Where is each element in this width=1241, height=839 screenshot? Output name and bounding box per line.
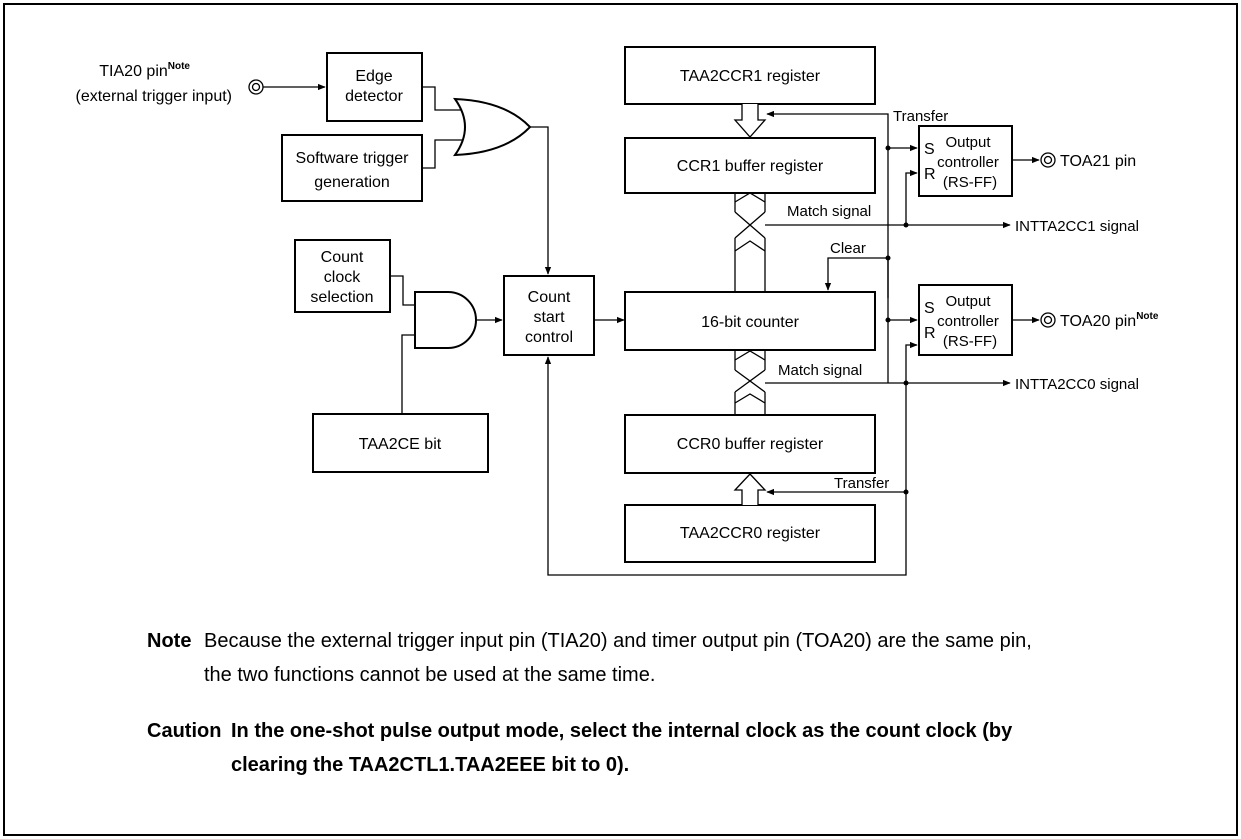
- transfer-label-bottom: Transfer: [834, 475, 889, 492]
- count-clock-label: Count: [321, 249, 364, 266]
- or-gate: [452, 97, 532, 157]
- count-start-control-block: [503, 275, 595, 356]
- counter-16bit-label: 16-bit counter: [701, 314, 800, 331]
- taa2ccr0-register-block: [624, 504, 876, 563]
- ccr1-buffer-register-label: CCR1 buffer register: [677, 158, 824, 175]
- match-signal-label-top: Match signal: [787, 203, 871, 220]
- and-gate: [414, 291, 477, 349]
- oc1-label-3: (RS-FF): [943, 174, 997, 191]
- toa21-pin-label: TOA21 pin: [1060, 153, 1136, 170]
- software-trigger-label: Software trigger: [296, 150, 410, 167]
- taa2ce-bit-label: TAA2CE bit: [359, 436, 442, 453]
- oc1-label-2: controller: [937, 154, 999, 171]
- ccr0-buffer-register-label: CCR0 buffer register: [677, 436, 824, 453]
- note-label: Note: [147, 630, 192, 652]
- transfer-arrow-bottom: [733, 473, 767, 505]
- toa20-pin-icon: [1040, 312, 1056, 328]
- output-controller-toa20: [918, 284, 1013, 356]
- compare-channel-ccr0: [734, 350, 766, 414]
- oc1-label-1: Output: [945, 134, 991, 151]
- edge-detector-label: Edge: [355, 68, 392, 85]
- toa21-pin-icon: [1040, 152, 1056, 168]
- oc1-r-label: R: [924, 166, 936, 183]
- figure-frame: [3, 3, 1238, 836]
- intta2cc1-label: INTTA2CC1 signal: [1015, 218, 1139, 235]
- counter-16bit-block: [624, 291, 876, 351]
- oc1-s-label: S: [924, 141, 935, 158]
- transfer-label-top: Transfer: [893, 108, 948, 125]
- ccr0-buffer-register-block: [624, 414, 876, 474]
- edge-detector-block: [326, 52, 423, 122]
- count-start-label: Count: [528, 289, 571, 306]
- count-clock-selection-block: [294, 239, 391, 313]
- caution-label: Caution: [147, 720, 222, 742]
- taa2ccr1-register-label: TAA2CCR1 register: [680, 68, 821, 85]
- block-diagram: TIA20 pinNote (external trigger input) E…: [75, 46, 1159, 576]
- match-signal-label-bottom: Match signal: [778, 362, 862, 379]
- note-line-1: Because the external trigger input pin (…: [204, 630, 1032, 652]
- caution-line-2: clearing the TAA2CTL1.TAA2EEE bit to 0).: [231, 754, 630, 776]
- tia20-pin-label: TIA20 pinNote: [99, 61, 190, 80]
- clear-label: Clear: [830, 240, 866, 257]
- taa2ccr0-register-label: TAA2CCR0 register: [680, 525, 821, 542]
- software-trigger-block: [281, 134, 423, 202]
- transfer-arrow-top: [733, 104, 767, 138]
- count-start-label-3: control: [525, 329, 573, 346]
- compare-channel-ccr1: [734, 192, 766, 291]
- oc2-label-1: Output: [945, 293, 991, 310]
- oc2-label-3: (RS-FF): [943, 333, 997, 350]
- oc2-r-label: R: [924, 325, 936, 342]
- caution-line-1: In the one-shot pulse output mode, selec…: [231, 720, 1013, 742]
- count-start-label-2: start: [533, 309, 565, 326]
- oc2-s-label: S: [924, 300, 935, 317]
- intta2cc0-label: INTTA2CC0 signal: [1015, 376, 1139, 393]
- toa20-pin-label: TOA20 pinNote: [1060, 311, 1159, 330]
- software-trigger-label-2: generation: [314, 174, 390, 191]
- tia20-pin-icon: [248, 79, 264, 95]
- external-trigger-label: (external trigger input): [75, 88, 232, 105]
- count-clock-label-3: selection: [310, 289, 373, 306]
- taa2ce-bit-block: [312, 413, 489, 473]
- output-controller-toa21: [918, 125, 1013, 197]
- note-line-2: the two functions cannot be used at the …: [204, 664, 656, 686]
- edge-detector-label-2: detector: [345, 88, 403, 105]
- oc2-label-2: controller: [937, 313, 999, 330]
- count-clock-label-2: clock: [324, 269, 361, 286]
